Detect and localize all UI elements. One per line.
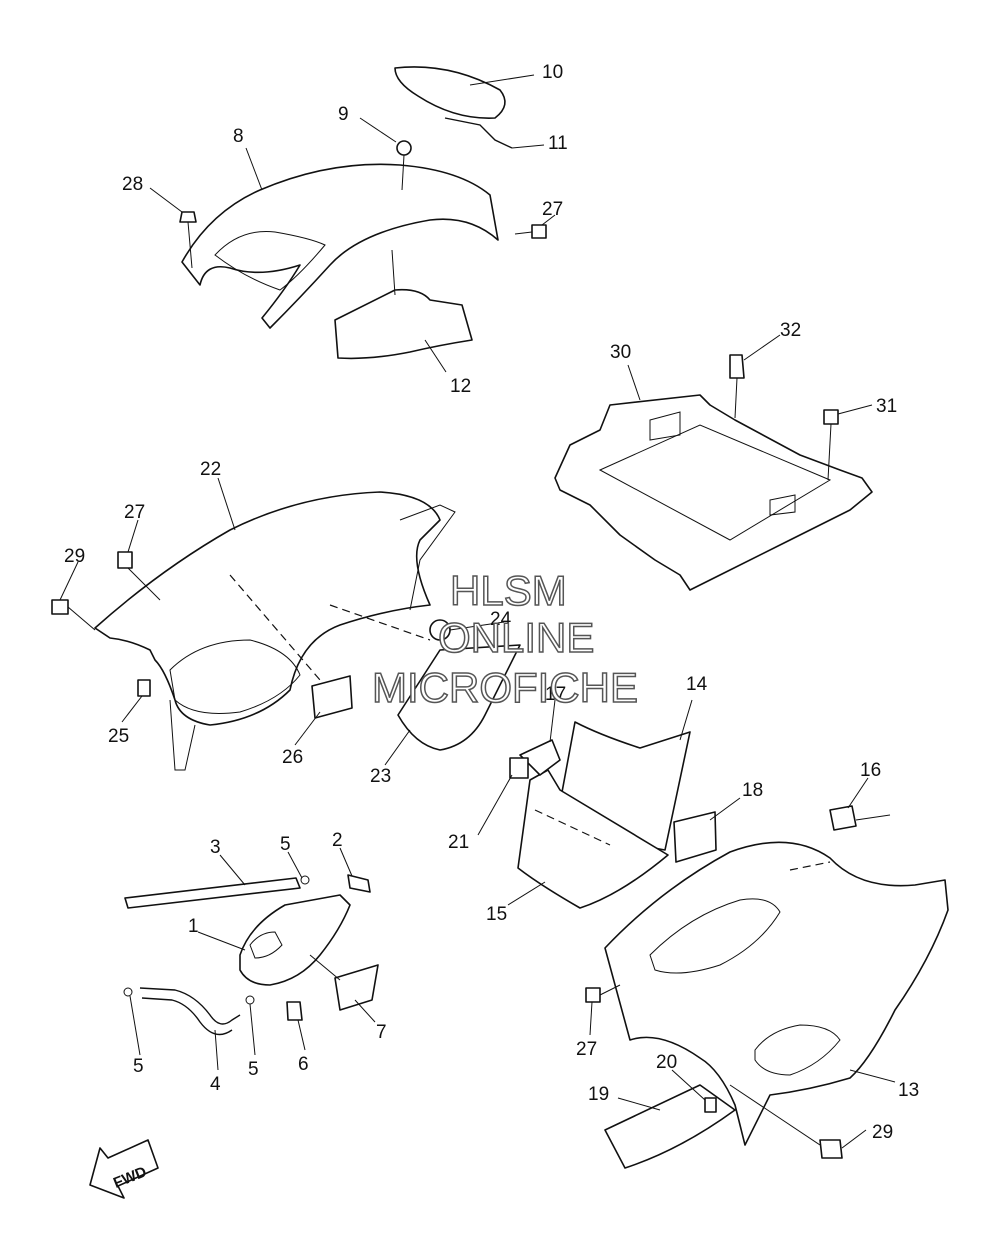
panel-wheel-cutout: [649, 898, 781, 974]
part-15-sheet: [517, 769, 669, 909]
part-18-pad: [673, 811, 717, 863]
callout-14: 14: [686, 674, 708, 695]
callout-24: 24: [490, 609, 512, 630]
callout-5-left: 5: [133, 1056, 144, 1077]
cover-detail: [249, 931, 283, 959]
part-11-bracket: [444, 117, 513, 149]
frame-bracket: [649, 411, 681, 441]
callout-27-top: 27: [542, 199, 563, 220]
callout-13: 13: [898, 1080, 919, 1101]
callout-21: 21: [448, 832, 469, 853]
part-29-bolt-left: [51, 599, 69, 615]
fwd-arrow: FWD: [89, 1139, 159, 1199]
watermark: HLSM ONLINE MICROFICHE: [371, 566, 639, 712]
fender-wheel-cutout: [169, 639, 301, 714]
part-28-screw: [179, 211, 197, 223]
side-panel-assembly: [509, 721, 949, 1169]
callout-20: 20: [656, 1052, 677, 1073]
part-19-plate: [604, 1084, 736, 1169]
fuel-pipe-assembly: [123, 874, 379, 1036]
part-20-nut: [704, 1097, 717, 1113]
callout-5-right: 5: [248, 1059, 259, 1080]
part-32-clip: [729, 354, 745, 379]
watermark-line2: ONLINE: [438, 614, 594, 661]
frame-inner-rail: [598, 424, 832, 541]
callout-17: 17: [545, 684, 566, 705]
carrier-frame-assembly: [554, 354, 873, 591]
part-27-screw-low: [585, 987, 601, 1003]
callout-8: 8: [233, 126, 244, 147]
part-5-clamp-left: [123, 987, 133, 997]
callout-23: 23: [370, 766, 391, 787]
part-12-pad: [334, 288, 473, 360]
part-17-sheet: [519, 739, 561, 776]
callout-6: 6: [298, 1054, 309, 1075]
part-1-cover: [239, 894, 351, 986]
callout-31: 31: [876, 396, 897, 417]
watermark-line1: HLSM: [450, 567, 567, 614]
callout-18: 18: [742, 780, 763, 801]
part-13-side-panel: [604, 841, 949, 1146]
callout-7: 7: [376, 1022, 387, 1043]
part-25-nut: [137, 679, 151, 697]
callout-1: 1: [188, 916, 199, 937]
callout-16: 16: [860, 760, 881, 781]
callout-10: 10: [542, 62, 563, 83]
part-9-grommet: [396, 140, 412, 156]
rear-fender-assembly: [179, 66, 547, 360]
callout-30: 30: [610, 342, 631, 363]
leader-lines: [59, 74, 896, 1149]
callout-9: 9: [338, 104, 349, 125]
callout-29-right: 29: [872, 1122, 893, 1143]
callout-19: 19: [588, 1084, 609, 1105]
callout-32: 32: [780, 320, 801, 341]
part-4-hose: [139, 987, 241, 1025]
part-10-cover: [394, 66, 506, 119]
part-26-pad: [311, 675, 353, 719]
part-27-screw-mid: [117, 551, 133, 569]
part-7-plate: [334, 964, 379, 1011]
callout-26: 26: [282, 747, 303, 768]
callout-28: 28: [122, 174, 143, 195]
fender-inner-panel: [214, 230, 326, 291]
callout-25: 25: [108, 726, 129, 747]
part-31-bolt: [823, 409, 839, 425]
callout-3: 3: [210, 837, 221, 858]
part-22-front-fender: [94, 491, 441, 726]
panel-lower-cutout: [754, 1024, 841, 1076]
part-5-clamp-top: [300, 875, 310, 885]
part-30-carrier-frame: [554, 394, 873, 591]
callout-12: 12: [450, 376, 471, 397]
part-21-pad: [509, 757, 529, 779]
callout-27-low: 27: [576, 1039, 597, 1060]
callout-15: 15: [486, 904, 507, 925]
front-fender-assembly: [51, 491, 521, 771]
frame-bracket-right: [769, 494, 796, 516]
part-3-pipe: [124, 877, 301, 909]
callouts: 10 11 9 8 28 27 12 32 30 31 22 27 29 24 …: [64, 62, 919, 1143]
watermark-line3: MICROFICHE: [372, 664, 638, 711]
part-27-screw-top: [531, 224, 547, 239]
part-8-rear-fender: [181, 163, 499, 329]
fwd-arrow-icon: [89, 1139, 159, 1199]
fender-lower-leg: [169, 699, 196, 771]
callout-22: 22: [200, 459, 221, 480]
callout-29-left: 29: [64, 546, 85, 567]
part-16-pad: [829, 805, 857, 831]
callout-5-top: 5: [280, 834, 291, 855]
callout-27-mid: 27: [124, 502, 145, 523]
part-5-clamp-right: [245, 995, 255, 1005]
part-23-mud-flap: [397, 644, 521, 751]
part-4-hose-outer: [141, 997, 233, 1036]
callout-2: 2: [332, 830, 343, 851]
callout-11: 11: [548, 133, 568, 154]
part-2-clip: [347, 874, 371, 893]
callout-4: 4: [210, 1074, 221, 1095]
part-6-screw: [286, 1001, 303, 1021]
fender-strut: [399, 504, 456, 611]
part-29-bolt-right: [819, 1139, 843, 1159]
